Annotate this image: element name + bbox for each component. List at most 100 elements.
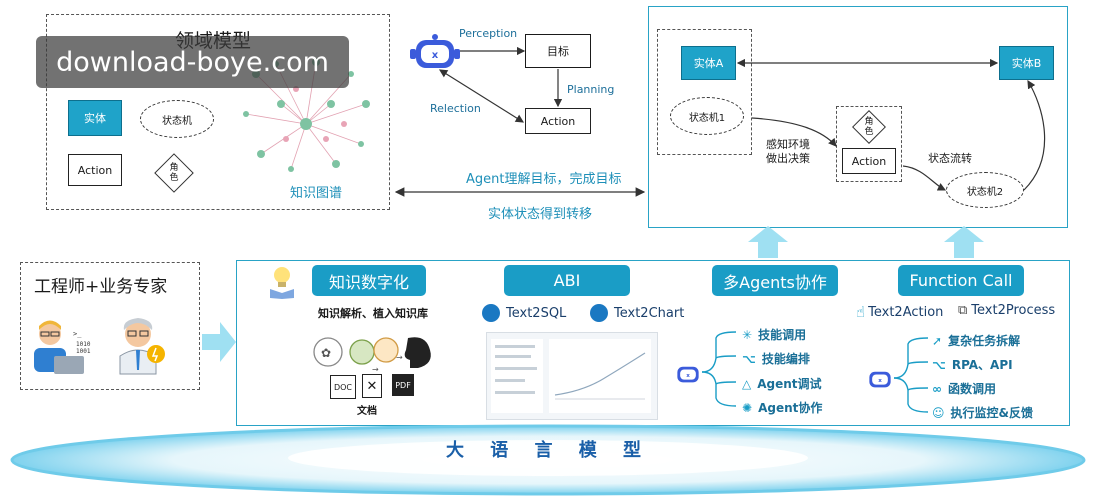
collab-icon: ✺ [742, 400, 753, 415]
agent-robot-icon: x [410, 34, 460, 68]
branch-icon: ⌥ [932, 357, 946, 372]
abi-screenshot [486, 332, 658, 420]
text2sql-label: Text2SQL [506, 305, 567, 321]
up-arrow-left [748, 226, 788, 258]
bidirectional-arrow [394, 187, 646, 197]
role-label: 角色 [169, 163, 179, 183]
knowledge-digitization-pill: 知识数字化 [312, 265, 426, 296]
knowledge-graph [243, 58, 370, 172]
text2process-item: ⧉ Text2Process [958, 303, 1055, 318]
multi-agent-branches [701, 331, 737, 407]
people-panel [20, 262, 200, 390]
text2sql-item: Text2SQL [482, 304, 566, 322]
ma-item-label: Agent协作 [758, 401, 823, 415]
entity-b-box: 实体B [999, 46, 1054, 80]
expert-icon [119, 318, 165, 375]
ma-item-skill-arrange: ⌥ 技能编排 [742, 350, 810, 367]
text2sql-icon [482, 304, 500, 322]
perception-label: Perception [459, 27, 518, 40]
fc-item-label: 函数调用 [948, 382, 997, 396]
text2action-label: Text2Action [868, 304, 944, 320]
text2chart-label: Text2Chart [614, 305, 685, 321]
fc-item-label: RPA、API [951, 358, 1013, 372]
doc-file-icon: DOC [330, 375, 356, 399]
excel-file-icon: ✕ [362, 374, 382, 398]
knowledge-subtitle: 知识解析、植入知识库 [318, 307, 428, 320]
flask-icon: △ [742, 376, 752, 391]
svg-text:x: x [686, 373, 690, 379]
process-icon: ⧉ [958, 303, 968, 318]
multi-agent-robot-icon: x [677, 366, 699, 383]
engineer-icon: >_ 1010 1001 [34, 320, 91, 374]
goal-box: 目标 [525, 34, 591, 68]
domain-model-panel [46, 14, 390, 210]
svg-text:→: → [372, 365, 379, 374]
state-machine-ellipse: 状态机 [140, 100, 214, 138]
svg-text:x: x [432, 50, 439, 61]
llm-ellipse [10, 424, 1086, 496]
entity-a-box: 实体A [681, 46, 736, 80]
rocket-icon: ➚ [932, 333, 943, 348]
function-call-robot-icon: x [869, 371, 891, 388]
svg-text:✿: ✿ [321, 346, 331, 360]
entity-state-transition: 实体状态得到转移 [488, 207, 593, 222]
entity-box: 实体 [68, 100, 122, 136]
llm-label: 大 语 言 模 型 [445, 440, 652, 461]
svg-text:>_: >_ [73, 330, 82, 338]
agent-understands-goal: Agent理解目标，完成目标 [466, 172, 622, 187]
ma-item-label: 技能编排 [761, 352, 810, 366]
state-action-box: Action [842, 148, 896, 174]
link-icon: ∞ [932, 381, 942, 396]
multi-agents-pill: 多Agents协作 [712, 265, 838, 296]
action-box: Action [68, 154, 122, 186]
ma-item-label: 技能调用 [758, 328, 807, 342]
agent-action-box: Action [525, 108, 591, 134]
fc-item-rpa-api: ⌥ RPA、API [932, 356, 1013, 373]
ma-item-label: Agent调试 [757, 377, 822, 391]
fc-item-task-decompose: ➚ 复杂任务拆解 [932, 332, 1020, 349]
pdf-file-label: PDF [395, 380, 411, 390]
fc-item-label: 复杂任务拆解 [948, 334, 1021, 348]
state-flow-panel [648, 6, 1068, 228]
state-machine-1: 状态机1 [670, 97, 744, 135]
knowledge-graph-label: 知识图谱 [290, 186, 343, 201]
hand-pointer-icon: ☝ [856, 303, 866, 321]
role-diamond: 角色 [154, 153, 194, 193]
ma-item-agent-collab: ✺ Agent协作 [742, 399, 822, 416]
text2chart-item: Text2Chart [590, 304, 684, 322]
pdf-file-icon: PDF [392, 374, 414, 396]
bulb-book-icon [270, 267, 294, 299]
svg-text:x: x [878, 378, 882, 384]
state-flow-label: 状态流转 [928, 152, 972, 165]
doc-file-label: DOC [333, 382, 353, 392]
perceive-decide-label: 感知环境 做出决策 [766, 138, 810, 165]
planning-label: Planning [567, 83, 615, 96]
watermark-banner: download-boye.com [36, 36, 349, 88]
abi-pill: ABI [504, 265, 630, 296]
sparkle-icon: ✳ [742, 327, 753, 342]
feedback-icon: ☺ [932, 405, 945, 420]
fc-item-function-call: ∞ 函数调用 [932, 380, 996, 397]
ma-item-skill-call: ✳ 技能调用 [742, 326, 806, 343]
state-machine-2: 状态机2 [946, 172, 1024, 208]
up-arrow-right [944, 226, 984, 258]
function-call-pill: Function Call [898, 265, 1024, 296]
state-flow-arrows [736, 58, 1046, 191]
branch-icon: ⌥ [742, 351, 756, 366]
fc-item-label: 执行监控&反馈 [950, 406, 1033, 420]
svg-text:→: → [396, 353, 403, 362]
svg-text:1001: 1001 [76, 348, 91, 355]
agent-loop-arrows [438, 46, 563, 123]
text2process-label: Text2Process [971, 303, 1056, 318]
ma-item-agent-debug: △ Agent调试 [742, 375, 822, 392]
brain-icons: ✿ → → [313, 337, 431, 374]
right-arrow [202, 322, 236, 362]
people-label: 工程师+业务专家 [34, 277, 168, 297]
text2action-item: ☝ Text2Action [856, 303, 943, 321]
entity-a-group [657, 29, 752, 155]
function-call-branches [893, 337, 929, 413]
documents-label: 文档 [357, 406, 377, 417]
text2chart-icon [590, 304, 608, 322]
svg-text:1010: 1010 [76, 341, 91, 348]
fc-item-monitor-feedback: ☺ 执行监控&反馈 [932, 404, 1033, 421]
